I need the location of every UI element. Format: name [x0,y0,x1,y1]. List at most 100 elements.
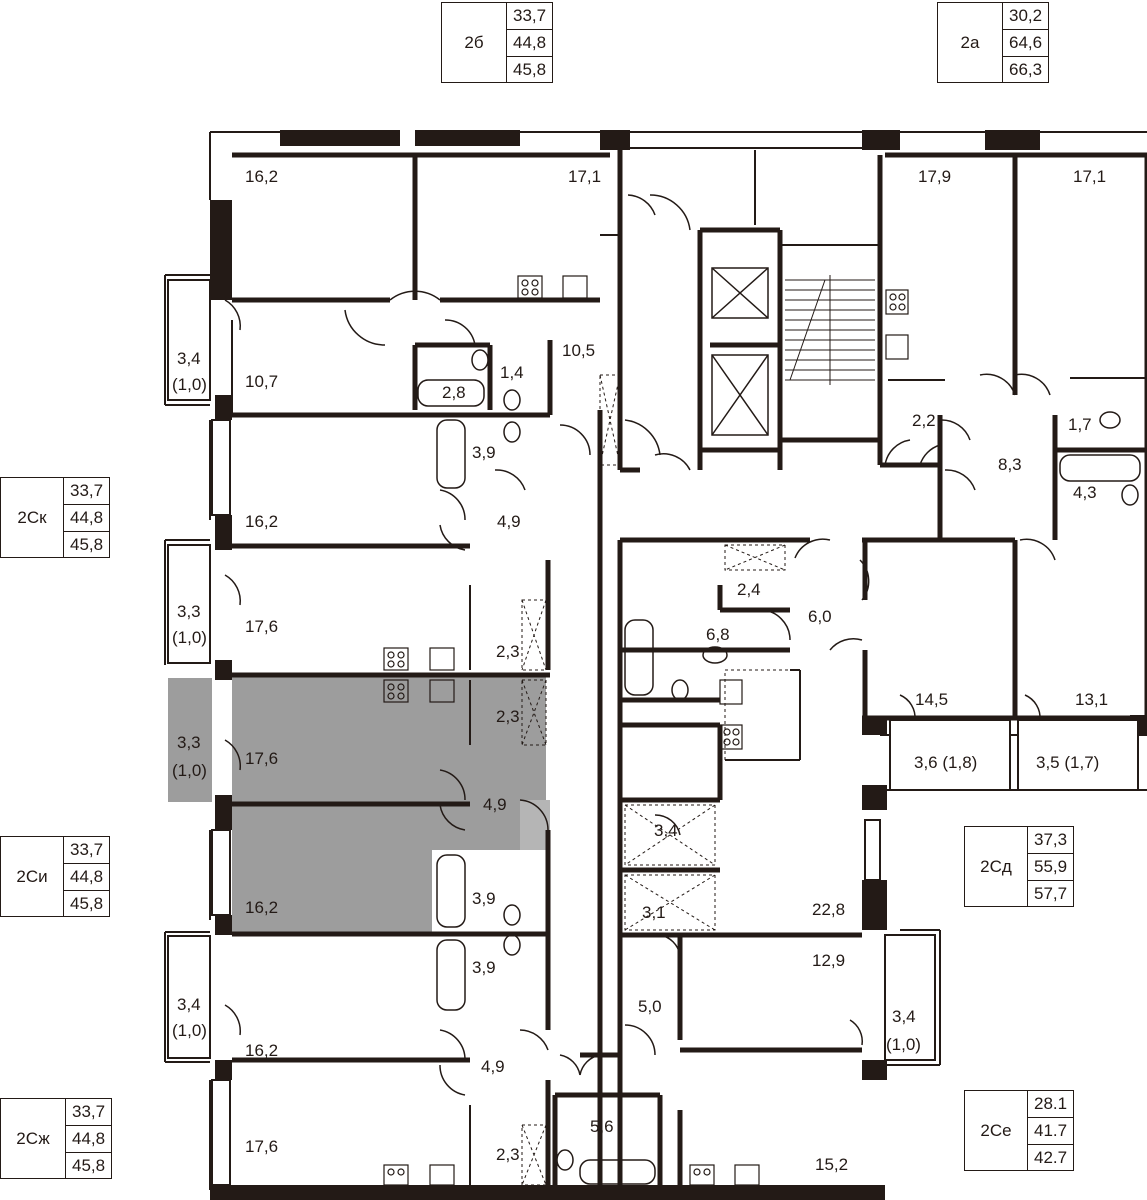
area-living: 37,3 [1028,827,1074,854]
apartment-legend-2sd[interactable]: 2Сд 37,3 55,9 57,7 [964,826,1075,907]
room-labels: 16,2 17,1 17,9 17,1 10,5 10,7 2,8 1,4 2,… [245,167,1108,1174]
room-area-label: 1,4 [500,363,524,382]
area-total: 41.7 [1028,1118,1074,1145]
balcony-area-sub: (1,0) [172,628,207,647]
room-area-label: 4,9 [497,512,521,531]
apartment-area-values: 28.1 41.7 42.7 [1027,1091,1074,1170]
room-area-label: 17,6 [245,749,278,768]
apartment-area-values: 37,3 55,9 57,7 [1027,827,1074,906]
balcony-area-label: 3,3 [177,602,201,621]
balcony-area-label: 3,3 [177,733,201,752]
room-area-label: 16,2 [245,1041,278,1060]
room-area-label: 12,9 [812,951,845,970]
area-total: 64,6 [1003,30,1049,57]
stove-icon [383,275,909,1186]
balcony-area-sub: (1,0) [172,1021,207,1040]
room-area-label: 2,4 [737,580,761,599]
room-area-label: 3,6 (1,8) [914,753,977,772]
area-total: 44,8 [66,1126,112,1153]
area-total: 44,8 [64,505,110,532]
room-area-label: 17,6 [245,617,278,636]
room-area-label: 3,9 [472,889,496,908]
area-total-with-balcony: 66,3 [1009,60,1043,79]
room-area-label: 5,0 [638,997,662,1016]
apartment-area-values: 33,7 44,8 45,8 [63,837,110,916]
balcony-area-sub: (1,0) [886,1035,921,1054]
area-living: 33,7 [64,837,110,864]
apartment-area-values: 33,7 44,8 45,8 [506,3,553,82]
room-area-label: 4,9 [481,1057,505,1076]
stair-icon [785,275,875,385]
room-area-label: 10,7 [245,372,278,391]
bathtub-icon [417,379,1141,1185]
room-area-label: 10,5 [562,341,595,360]
room-area-label: 2,3 [496,642,520,661]
room-area-label: 2,3 [496,1145,520,1164]
room-area-label: 17,9 [918,167,951,186]
toilet-icon [471,349,1139,1171]
apartment-area-values: 33,7 44,8 45,8 [65,1099,112,1178]
room-area-label: 3,4 [654,821,678,840]
balcony-area-sub: (1,0) [172,375,207,394]
room-area-label: 3,9 [472,443,496,462]
balcony-area-label: 3,4 [177,995,201,1014]
balcony-area-label: 3,4 [892,1007,916,1026]
room-area-label: 16,2 [245,167,278,186]
area-total: 44,8 [507,30,553,57]
apartment-legend-2sk[interactable]: 2Ск 33,7 44,8 45,8 [0,477,111,558]
room-area-label: 17,1 [1073,167,1106,186]
room-area-label: 15,2 [815,1155,848,1174]
area-total-with-balcony: 45,8 [70,894,104,913]
balcony-area-label: 3,4 [177,349,201,368]
room-area-label: 2,3 [496,707,520,726]
apartment-legend-2zh[interactable]: 2Сж 33,7 44,8 45,8 [0,1098,113,1179]
room-area-label: 4,9 [483,795,507,814]
room-area-label: 14,5 [915,690,948,709]
apartment-code: 2б [464,32,484,52]
area-total: 44,8 [64,864,110,891]
room-area-label: 2,2 [912,411,936,430]
apartment-area-values: 30,2 64,6 66,3 [1002,3,1049,82]
walls [164,130,1147,1200]
area-total-with-balcony: 45,8 [70,535,104,554]
room-area-label: 13,1 [1075,690,1108,709]
room-area-label: 3,1 [642,903,666,922]
room-area-label: 3,9 [472,958,496,977]
area-total-with-balcony: 45,8 [72,1156,106,1175]
area-living: 33,7 [507,3,553,30]
apartment-code: 2Сж [16,1128,50,1148]
elevator-icon [711,267,769,436]
apartment-code: 2Си [16,866,48,886]
area-total-with-balcony: 45,8 [513,60,547,79]
room-area-label: 5,6 [590,1117,614,1136]
area-total-with-balcony: 57,7 [1034,884,1068,903]
room-area-label: 22,8 [812,900,845,919]
room-area-label: 8,3 [998,455,1022,474]
room-area-label: 6,8 [706,625,730,644]
area-living: 28.1 [1028,1091,1074,1118]
area-living: 33,7 [66,1099,112,1126]
area-living: 30,2 [1003,3,1049,30]
apartment-code: 2Сд [980,856,1012,876]
highlighted-apartment[interactable] [168,676,550,934]
room-area-label: 17,1 [568,167,601,186]
apartment-code: 2Се [980,1120,1012,1140]
room-area-label: 16,2 [245,898,278,917]
room-area-label: 1,7 [1068,415,1092,434]
balcony-labels: 3,4 (1,0) 3,3 (1,0) 3,3 (1,0) 3,4 (1,0) … [172,349,921,1054]
area-total-with-balcony: 42.7 [1034,1148,1068,1167]
balcony-area-sub: (1,0) [172,761,207,780]
apartment-legend-2si[interactable]: 2Си 33,7 44,8 45,8 [0,836,111,917]
room-area-label: 16,2 [245,512,278,531]
apartment-legend-2se[interactable]: 2Се 28.1 41.7 42.7 [964,1090,1075,1171]
apartment-area-values: 33,7 44,8 45,8 [63,478,110,557]
shaft-icon [521,374,801,1186]
room-area-label: 17,6 [245,1137,278,1156]
apartment-code: 2Ск [17,507,47,527]
apartment-legend-2a[interactable]: 2а 30,2 64,6 66,3 [937,2,1050,83]
area-living: 33,7 [64,478,110,505]
room-area-label: 4,3 [1073,483,1097,502]
room-area-label: 2,8 [442,383,466,402]
apartment-legend-2b[interactable]: 2б 33,7 44,8 45,8 [441,2,554,83]
